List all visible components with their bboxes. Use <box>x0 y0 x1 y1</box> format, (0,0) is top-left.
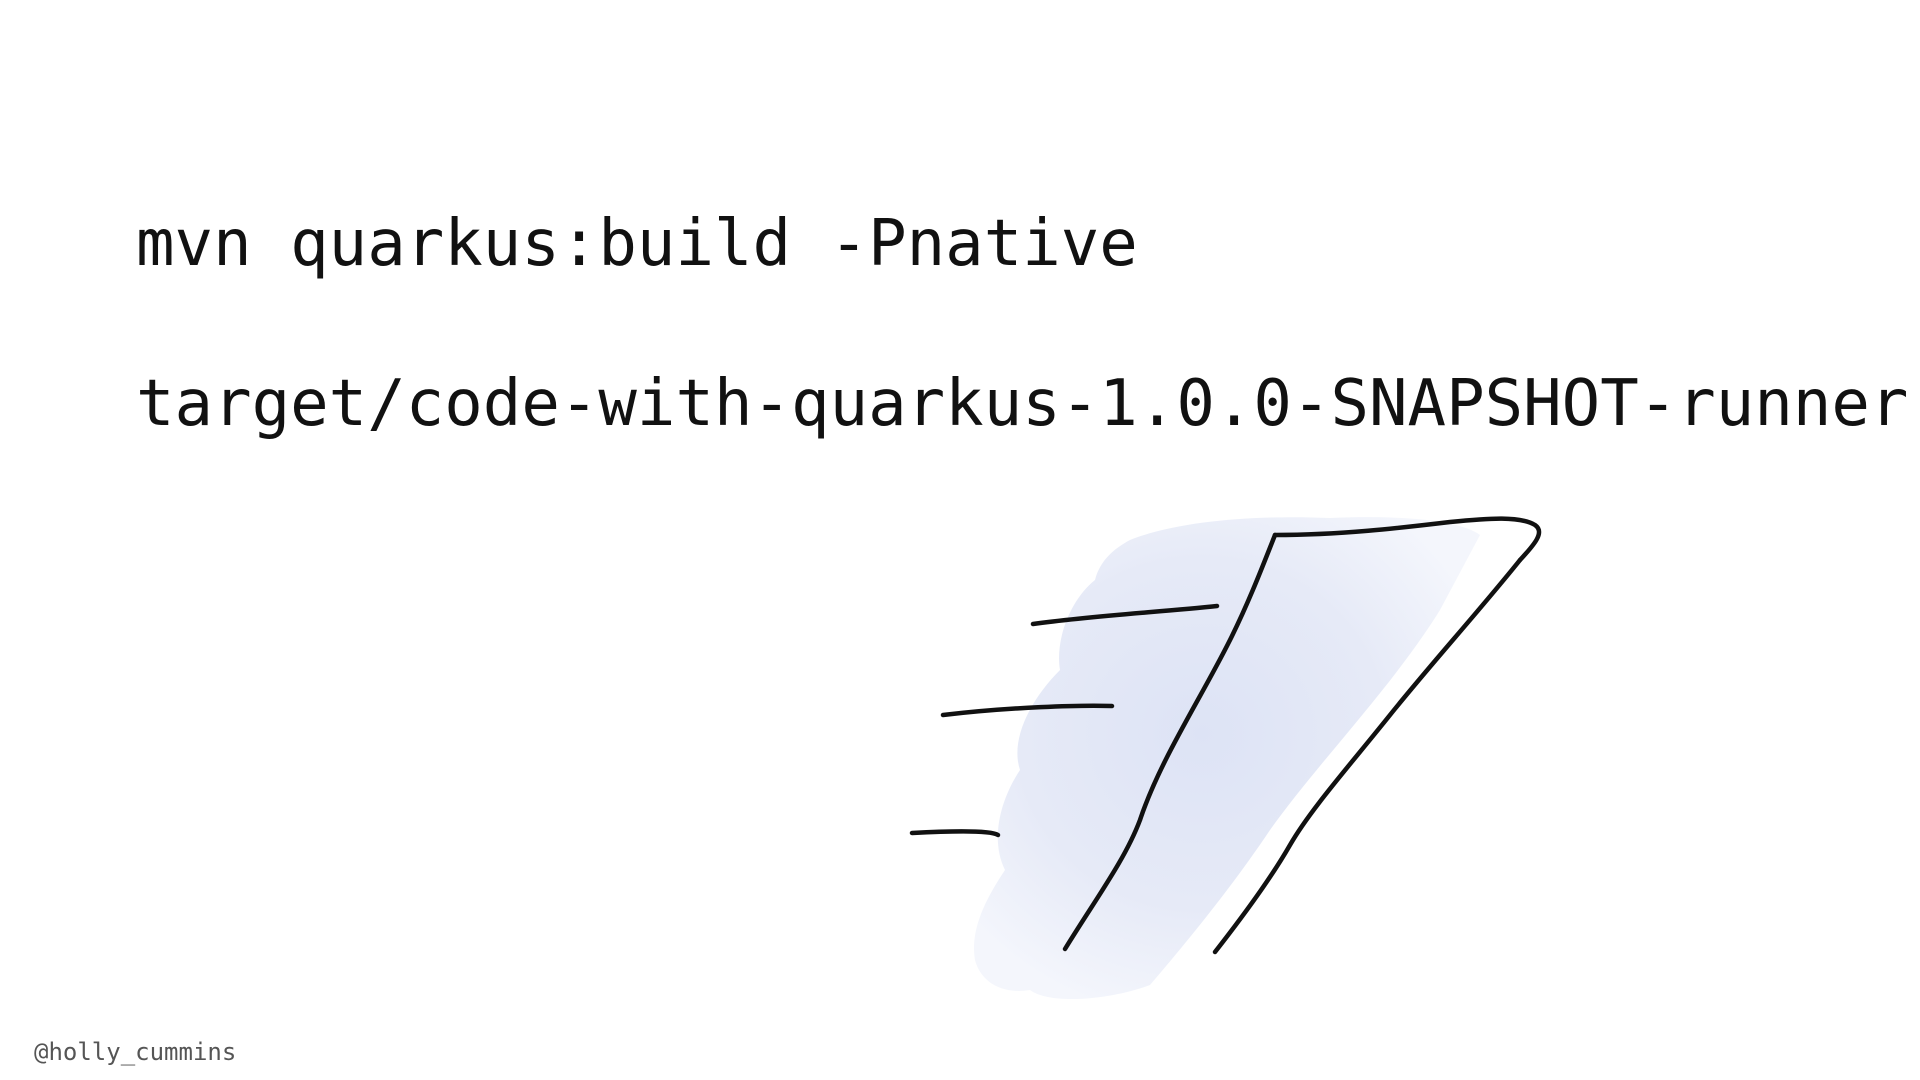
speed-line-middle <box>940 703 1115 718</box>
sail-left-edge <box>1062 532 1278 952</box>
speed-line-bottom <box>909 829 1001 838</box>
speed-illustration <box>909 516 1542 1000</box>
author-handle: @holly_cummins <box>34 1038 237 1066</box>
sail-right-edge <box>1212 557 1523 955</box>
sail-top-edge <box>1272 516 1542 563</box>
speed-line-top <box>1030 603 1220 627</box>
watercolor-wash <box>974 517 1480 1000</box>
run-command: target/code-with-quarkus-1.0.0-SNAPSHOT-… <box>136 367 1909 441</box>
build-command: mvn quarkus:build -Pnative <box>136 207 1138 281</box>
